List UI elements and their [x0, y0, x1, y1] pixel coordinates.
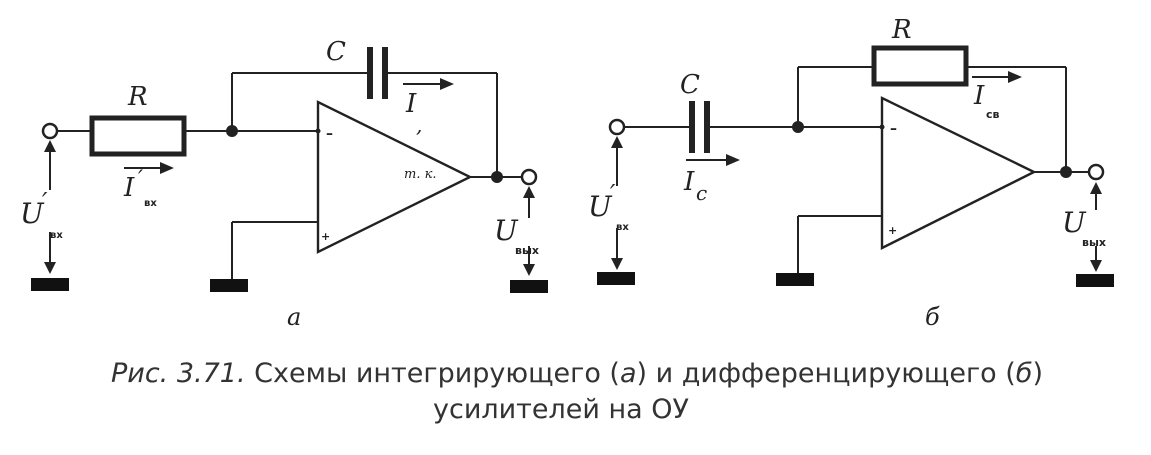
- circuit-b: R C I с I св U ′ вх U вых – + б: [588, 15, 1114, 331]
- ground-b: [776, 273, 814, 286]
- iin-label-a: I: [123, 173, 135, 203]
- icb-arrow-head-b: [1008, 71, 1022, 83]
- opamp-plus-b: +: [888, 224, 897, 237]
- uout-gnd-arrow-a: [523, 264, 535, 276]
- input-terminal-b: [608, 118, 626, 136]
- caption-text-3: ): [1032, 358, 1043, 389]
- opamp-a: [316, 100, 473, 254]
- resistor-label-a: R: [127, 82, 148, 112]
- resistor-label-b: R: [891, 15, 912, 45]
- uin-arrow-head-a: [44, 140, 56, 152]
- uout-arrow-head-b: [1090, 182, 1102, 194]
- input-ground-b: [597, 272, 635, 285]
- iin-prime-a: ′: [138, 167, 143, 192]
- capacitor-label-b: C: [680, 70, 700, 100]
- input-terminal-a: [41, 122, 59, 140]
- uin-gnd-arrow-a: [44, 262, 56, 274]
- output-terminal-b: [1087, 163, 1105, 181]
- opamp-plus-a: +: [321, 230, 330, 243]
- caption-letter-b: б: [1016, 358, 1033, 389]
- uin-prime-b: ′: [610, 180, 616, 208]
- opamp-minus-a: –: [326, 126, 333, 142]
- caption-figure-ref: Рис. 3.71.: [111, 358, 246, 389]
- iin-arrow-head-a: [160, 162, 174, 174]
- ic-sub-b: с: [696, 181, 707, 205]
- ground-a: [210, 279, 248, 292]
- caption-letter-a: а: [620, 358, 637, 389]
- uout-arrow-head-a: [523, 186, 535, 198]
- current-prime-a: ,: [416, 113, 422, 137]
- output-terminal-a: [520, 168, 538, 186]
- uin-arrow-head-b: [611, 136, 623, 148]
- diagram-letter-a: а: [287, 303, 301, 331]
- caption-text-1: Схемы интегрирующего (: [246, 358, 620, 389]
- inv-input-dot-a: [315, 128, 321, 134]
- icb-sub-b: св: [986, 108, 1000, 121]
- uout-label-b: U: [1062, 206, 1087, 239]
- iin-sub-a: вх: [144, 198, 157, 209]
- opamp-b: [880, 96, 1037, 250]
- uout-sub-b: вых: [1082, 236, 1106, 249]
- circuit-a: R C I , I ′ вх U ′ вх U вых т. к. – + а: [20, 37, 548, 331]
- uin-prime-a: ′: [42, 188, 48, 216]
- capacitor-label-a: C: [326, 37, 346, 67]
- ic-arrow-head-b: [726, 154, 740, 166]
- uout-gnd-arrow-b: [1090, 260, 1102, 272]
- uin-sub-b: вх: [616, 222, 629, 233]
- icb-label-b: I: [973, 81, 985, 111]
- input-ground-a: [31, 278, 69, 291]
- diagram-letter-b: б: [925, 303, 940, 331]
- caption-text-2: ) и дифференцирующего (: [637, 358, 1016, 389]
- current-label-a: I: [405, 89, 417, 119]
- output-ground-b: [1076, 274, 1114, 287]
- uin-label-a: U: [20, 197, 45, 230]
- resistor-b: [871, 45, 969, 87]
- ic-label-b: I: [683, 167, 695, 197]
- output-ground-a: [510, 280, 548, 293]
- uout-sub-a: вых: [515, 244, 539, 257]
- caption-line-1: Рис. 3.71. Схемы интегрирующего (а) и ди…: [111, 358, 1043, 389]
- opamp-label-a: т. к.: [404, 167, 437, 182]
- uin-gnd-arrow-b: [611, 258, 623, 270]
- uout-label-a: U: [494, 214, 519, 247]
- ic-arrow-head-a: [440, 78, 454, 90]
- uin-label-b: U: [588, 190, 613, 223]
- caption-line-2: усилителей на ОУ: [433, 394, 689, 425]
- opamp-minus-b: –: [890, 121, 897, 137]
- resistor-a: [89, 115, 187, 157]
- inv-input-dot-b: [879, 124, 885, 130]
- uin-sub-a: вх: [50, 230, 63, 241]
